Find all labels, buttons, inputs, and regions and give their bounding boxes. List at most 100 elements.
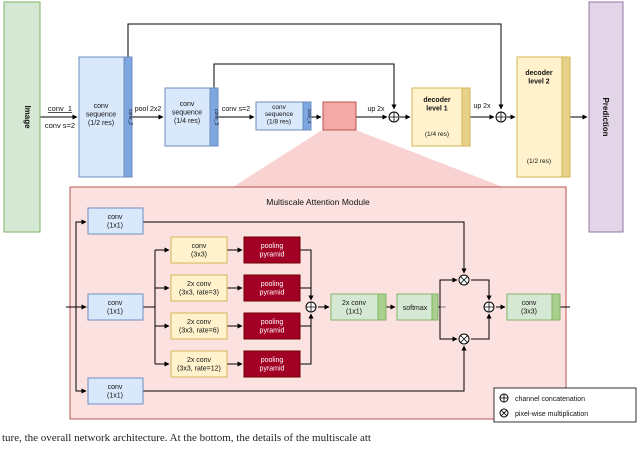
image-label: Image [23,105,32,129]
b3c-line-2: (3x3, rate=6) [179,328,219,335]
branch-3-pool [243,312,301,340]
upsample-1-label: up 2x [367,106,385,113]
decoder-level-1-label: decoder level 1 [423,97,451,113]
conv-sequence-2 [164,87,211,147]
seq3-line-1: conv [272,104,286,111]
conv-1x1-bottom [87,377,144,405]
module-connectors [66,219,570,394]
mult-node-1 [458,274,470,286]
conv1s-line-1: conv s=2 [45,121,75,130]
legend-concat-label: channel concatenation [515,396,585,403]
edge-convtop-mult1-front [143,221,467,274]
b1p-line-1: pooling [261,243,284,250]
conv-sequence-3-side [302,101,312,131]
soft-line-1: softmax [403,305,428,312]
branch-1-pool [243,236,301,264]
concat-node-1 [388,111,400,123]
conv3-side-label: conv_3 [213,109,219,125]
mod_title-line-1: Multiscale Attention Module [266,197,370,207]
branch-4-pool-label: pooling pyramid [260,357,285,373]
prediction-output-block [588,1,624,233]
conv1-label: conv_1 [48,104,72,113]
module-concat-node [305,301,317,313]
up1-line-1: up 2x [367,106,385,113]
seq1s-line-1: conv_2 [127,109,133,125]
conv1-line-1: conv_1 [48,104,72,113]
edge-in-top-front [75,219,87,307]
convs2-line-1: conv s=2 [222,106,250,113]
module-title: Multiscale Attention Module [266,197,370,207]
dec1r-line-1: (1/4 res) [425,131,449,138]
softmax-side [431,293,439,321]
dec1-line-1: decoder [423,97,451,104]
b2p-line-2: pyramid [260,290,285,297]
dec1-line-2: level 1 [426,106,448,113]
decoder-level-2 [516,56,563,178]
legend-mult-label: pixel-wise multiplication [515,411,588,418]
conv2-side-label: conv_2 [127,109,133,125]
branch-2: 2x conv(3x3, rate=3) pooling pyramid [170,274,301,302]
b1c-line-2: (3x3) [191,252,207,259]
c2x-line-2: (1x1) [346,309,362,316]
softmax-label: softmax [403,305,428,312]
image-line-1: Image [23,105,32,129]
edge-in-bot-front [75,307,87,394]
seq2-line-2: sequence [172,110,202,117]
conv2x-1x1 [330,293,379,321]
b4c-line-1: 2x conv [187,357,212,364]
conv2x-1x1-label: 2x conv (1x1) [342,300,367,316]
seq1-line-1: conv [94,103,109,110]
b1p-line-2: pyramid [260,252,285,259]
conv4-side-label: conv_4 [307,109,312,124]
seq2-line-3: (1/4 res) [174,118,200,125]
conv-stride-label: conv s=2 [222,106,250,113]
zoom-wedge [233,130,503,187]
conv-sequence-2-label: conv sequence(1/4 res) [172,101,202,125]
branch-1: conv (3x3) pooling pyramid [170,236,301,264]
legend-mult-icon [499,408,509,418]
conv-sequence-3 [255,101,304,131]
b3c-line-1: 2x conv [187,319,212,326]
conv-1x1-mid [87,293,144,321]
conv-1x1-top-label: conv (1x1) [107,214,123,230]
branch-3-conv [170,312,228,340]
b1c-line-1: conv [192,243,207,250]
lg2-line-1: pixel-wise multiplication [515,411,588,418]
dec2r-line-1: (1/2 res) [527,158,551,165]
b2p-line-1: pooling [261,281,284,288]
cm-line-2: (1x1) [107,309,123,316]
decoder-level-1-res: (1/4 res) [425,131,449,138]
skip-connection-2 [213,63,397,110]
branch-2-conv-label: 2x conv(3x3, rate=3) [179,281,219,297]
legend-box [493,387,637,423]
seq1-line-3: (1/2 res) [88,120,114,127]
figure-caption: ture, the overall network architecture. … [2,432,371,444]
ct-line-1: conv [108,214,123,221]
edge-m2-c2-front [471,313,492,340]
b4p-line-2: pyramid [260,366,285,373]
skip-connection-1 [127,23,504,110]
concat-node-2 [495,111,507,123]
dec2-line-1: decoder [525,70,553,77]
edge-softmax-m2-front [439,307,458,342]
branch-1-conv [170,236,228,264]
b4p-line-1: pooling [261,357,284,364]
conv-out-3x3-side [551,293,561,321]
seq1-line-2: sequence [86,112,116,119]
conv-1x1-bottom-label: conv(1x1) [107,384,123,400]
ct-line-2: (1x1) [107,223,123,230]
module-concat-node-2 [483,301,495,313]
conv-1x1-top [87,207,144,235]
edge-pool1-front [300,249,314,301]
edge-convbot-mult2-front [143,345,467,392]
b2c-line-1: 2x conv [187,281,212,288]
pool-label: pool 2x2 [135,106,162,113]
conv2x-1x1-side [377,293,387,321]
cout-line-1: conv [522,300,537,307]
c2x-line-1: 2x conv [342,300,367,307]
seq2-line-1: conv [180,101,195,108]
cout-line-2: (3x3) [521,309,537,316]
conv-1x1-mid-label: conv(1x1) [107,300,123,316]
